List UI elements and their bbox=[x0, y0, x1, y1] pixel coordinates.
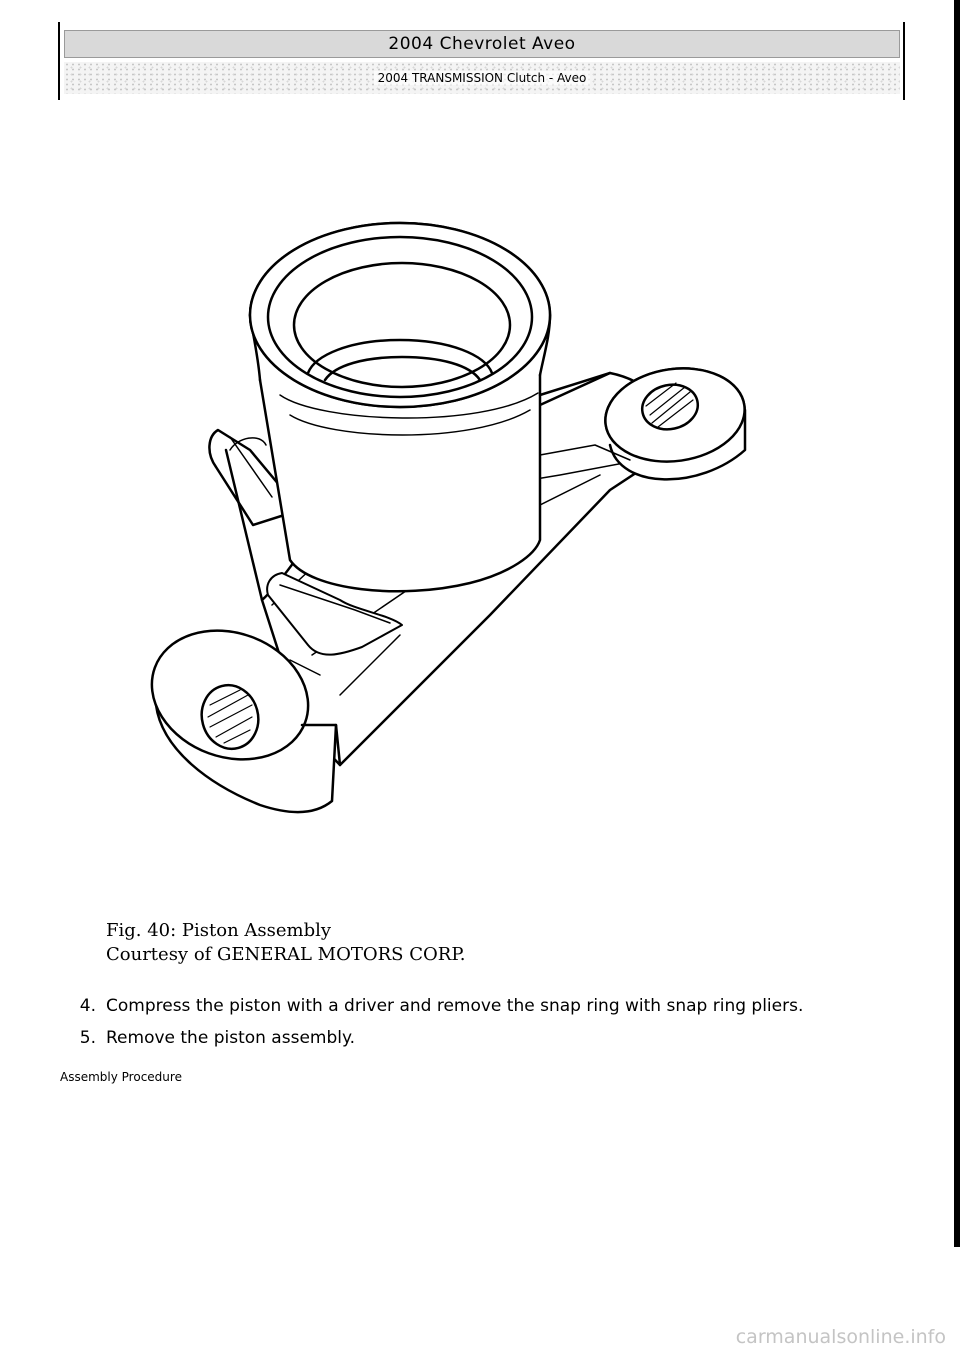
step-number: 5. bbox=[79, 1028, 96, 1048]
watermark: carmanualsonline.info bbox=[735, 1326, 946, 1348]
document-title: 2004 Chevrolet Aveo bbox=[64, 30, 900, 58]
figure-label: Fig. 40: Piston Assembly bbox=[106, 920, 332, 941]
document-subtitle: 2004 TRANSMISSION Clutch - Aveo bbox=[373, 71, 591, 85]
procedure-step: 4. Compress the piston with a driver and… bbox=[70, 990, 804, 1022]
document-subtitle-bar: 2004 TRANSMISSION Clutch - Aveo bbox=[64, 62, 900, 94]
section-heading: Assembly Procedure bbox=[60, 1070, 182, 1084]
frame-rule-left bbox=[58, 22, 60, 100]
piston-assembly-figure bbox=[140, 205, 760, 845]
step-text: Compress the piston with a driver and re… bbox=[106, 996, 804, 1016]
figure-caption: Fig. 40: Piston Assembly Courtesy of GEN… bbox=[106, 919, 466, 967]
procedure-step: 5. Remove the piston assembly. bbox=[70, 1022, 803, 1054]
figure-credit: Courtesy of GENERAL MOTORS CORP. bbox=[106, 944, 466, 965]
frame-rule-right bbox=[903, 22, 905, 100]
page-edge-rule bbox=[954, 0, 960, 1247]
procedure-steps: 4. Compress the piston with a driver and… bbox=[70, 990, 804, 1054]
step-text: Remove the piston assembly. bbox=[106, 1028, 356, 1048]
piston-assembly-illustration bbox=[150, 221, 747, 814]
step-number: 4. bbox=[79, 996, 96, 1016]
